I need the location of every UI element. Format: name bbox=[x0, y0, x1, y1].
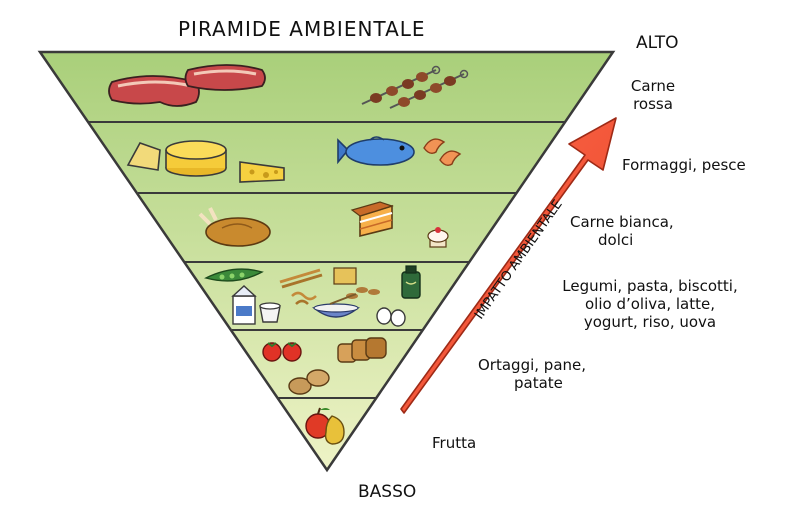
milk-carton-icon bbox=[231, 285, 257, 325]
fish-icon bbox=[337, 136, 415, 166]
level-label-6-line-1: Frutta bbox=[432, 434, 477, 452]
level-label-2-line-1: Formaggi, pesce bbox=[622, 156, 746, 174]
level-label-6: Frutta bbox=[432, 434, 476, 452]
diagram-title: PIRAMIDE AMBIENTALE bbox=[178, 17, 426, 41]
level-label-4-line-1: Legumi, pasta, biscotti, bbox=[562, 277, 738, 295]
level-label-1-line-1: Carne bbox=[630, 77, 676, 95]
cheese-wedge-icon bbox=[126, 142, 161, 171]
potato-icon bbox=[288, 369, 330, 395]
bread-icon bbox=[337, 337, 387, 363]
eggs-icon bbox=[376, 307, 406, 327]
cake-slice-icon bbox=[350, 201, 394, 238]
level-label-4-line-3: yogurt, riso, uova bbox=[583, 313, 717, 331]
skewer-icon bbox=[389, 69, 469, 109]
peapod-icon bbox=[204, 268, 264, 282]
oil-bottle-icon bbox=[401, 265, 421, 299]
rice-bowl-icon bbox=[312, 293, 360, 318]
yogurt-icon bbox=[259, 302, 281, 323]
level-label-5: Ortaggi, pane, patate bbox=[478, 356, 586, 392]
level-label-1: Carne rossa bbox=[615, 77, 691, 113]
steak-icon bbox=[184, 64, 266, 91]
biscuit-icon bbox=[333, 267, 380, 299]
level-label-3-line-1: Carne bianca, bbox=[570, 213, 674, 231]
level-label-4-line-2: olio d’oliva, latte, bbox=[585, 295, 715, 313]
level-label-2: Formaggi, pesce bbox=[622, 156, 746, 174]
bottom-label: BASSO bbox=[358, 482, 417, 502]
swiss-cheese-icon bbox=[239, 161, 285, 183]
cupcake-icon bbox=[427, 227, 449, 248]
level-label-3-line-2: dolci bbox=[598, 231, 634, 249]
pasta-icon bbox=[279, 268, 323, 305]
level-label-5-line-1: Ortaggi, pane, bbox=[478, 356, 587, 374]
tomato-icon bbox=[262, 342, 302, 362]
apple-pear-icon bbox=[305, 407, 345, 445]
shrimp-icon bbox=[423, 138, 462, 167]
level-label-1-line-2: rossa bbox=[633, 95, 673, 113]
roast-chicken-icon bbox=[198, 207, 271, 247]
top-label: ALTO bbox=[636, 33, 679, 53]
cheese-wheel-icon bbox=[165, 140, 227, 177]
steak-icon bbox=[108, 75, 200, 107]
level-label-3: Carne bianca, dolci bbox=[570, 213, 674, 249]
level-label-5-line-2: patate bbox=[514, 374, 563, 392]
impact-arrow-shape bbox=[400, 117, 617, 414]
level-label-4: Legumi, pasta, biscotti, olio d’oliva, l… bbox=[534, 277, 766, 331]
skewer-icon bbox=[361, 65, 441, 105]
pyramid-band-dividers bbox=[89, 121, 565, 399]
